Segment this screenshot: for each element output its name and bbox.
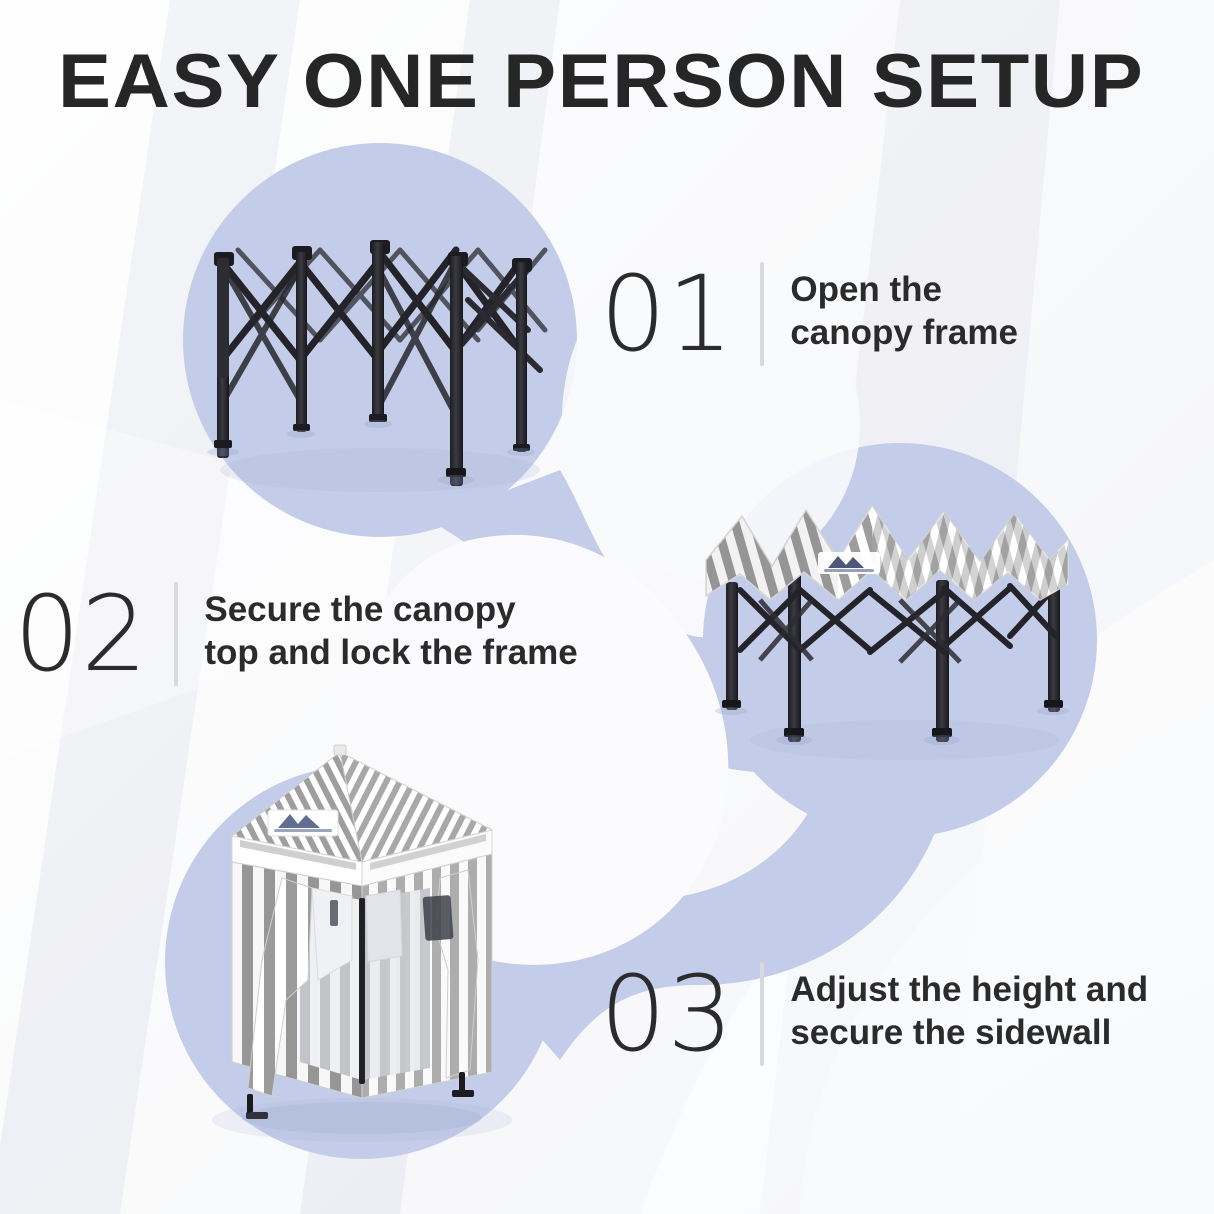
step-02-divider (174, 582, 179, 686)
accent-band-2-3 (490, 790, 940, 1060)
step-03-label: Adjust the height and secure the sidewal… (790, 970, 1149, 1052)
frame-legs (214, 242, 530, 486)
canopy-fabric-draped (705, 504, 1069, 602)
page-title: EASY ONE PERSON SETUP (58, 39, 1145, 124)
step-02-label: Secure the canopy top and lock the frame (204, 590, 578, 672)
step-03-number: 03 (600, 953, 735, 1075)
step-03-divider (760, 962, 765, 1066)
product-shadow-3 (212, 1098, 512, 1142)
product-shadow-2 (750, 720, 1060, 760)
step-01-label: Open the canopy frame (790, 270, 1018, 352)
mountain-logo (818, 552, 880, 574)
step-03: 03 Adjust the height and secure the side… (600, 962, 1148, 1066)
negative-wedge-lower (800, 700, 1214, 1214)
step-01: 01 Open the canopy frame (600, 262, 1018, 366)
step-02: 02 Secure the canopy top and lock the fr… (14, 582, 578, 686)
step-01-number: 01 (600, 253, 735, 375)
step-02-number: 02 (14, 573, 149, 695)
image-canopy-frame (207, 240, 548, 486)
negative-blob-upper (561, 259, 861, 579)
mountain-logo (267, 809, 339, 837)
image-canopy-with-sidewalls (230, 744, 494, 1134)
step-01-divider (760, 262, 765, 366)
image-canopy-top-on-frame (705, 504, 1069, 745)
